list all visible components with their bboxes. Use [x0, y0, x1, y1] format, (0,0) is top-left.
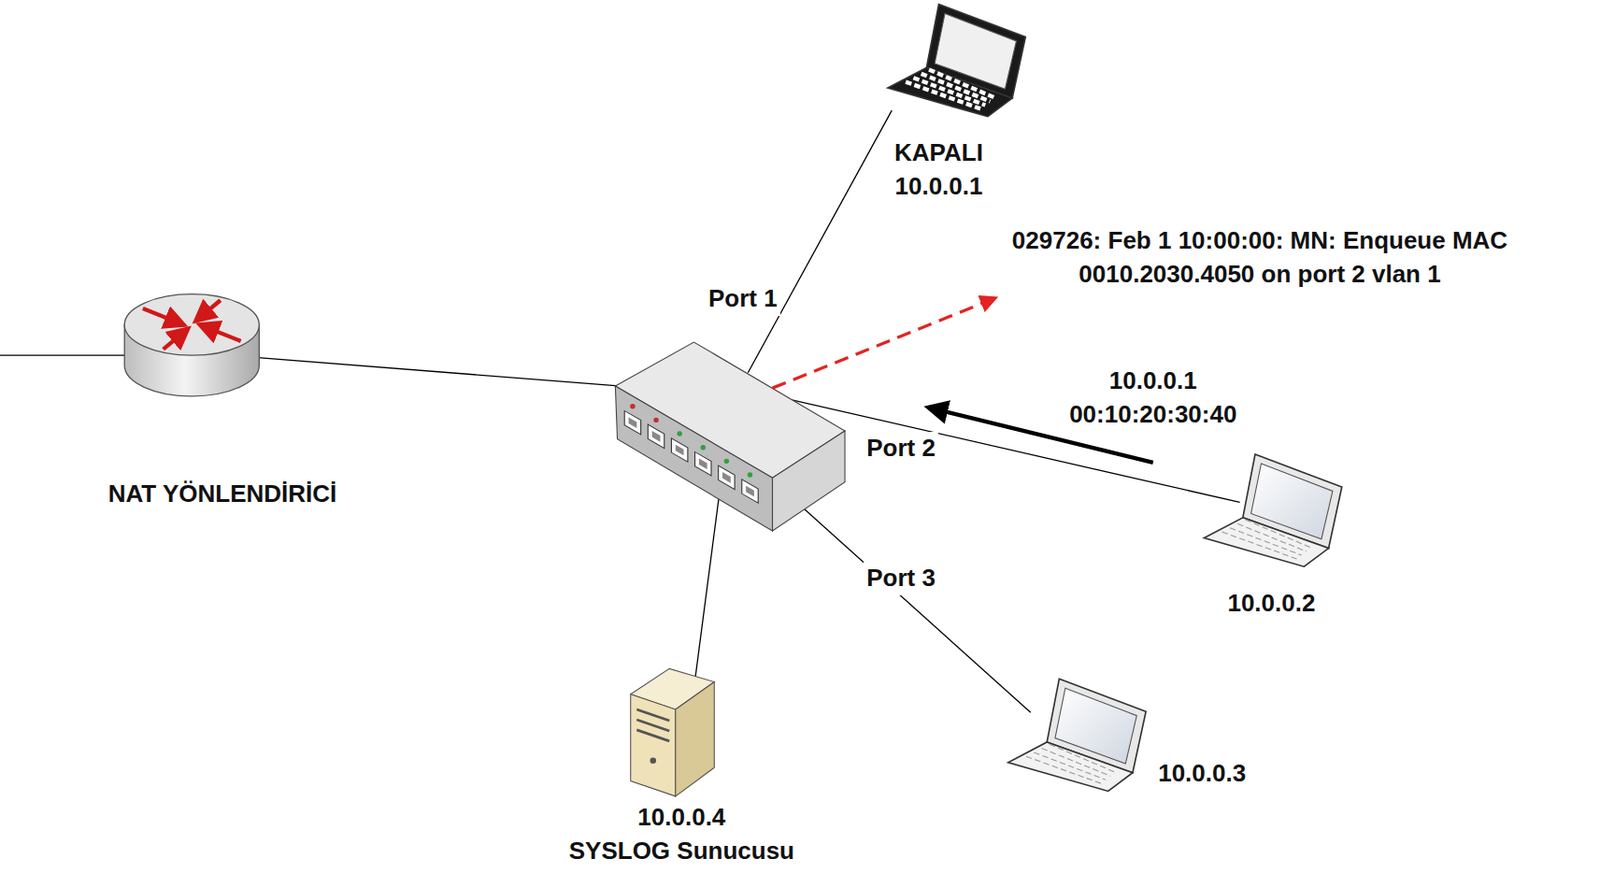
- server-button: [650, 757, 658, 764]
- network-cable: [747, 110, 892, 373]
- laptop-keys: [921, 73, 991, 102]
- port-label: Port 2: [863, 431, 939, 466]
- switch-port: [742, 479, 758, 503]
- switch-icon: [614, 342, 845, 531]
- laptop-keys: [1244, 519, 1312, 548]
- switch-led: [724, 458, 729, 464]
- laptop-keys: [928, 69, 996, 98]
- port-label: Port 3: [863, 561, 939, 596]
- label-box: 10.0.0.1 00:10:20:30:40: [1057, 364, 1249, 432]
- laptop-keys: [905, 82, 981, 110]
- device-label: KAPALI10.0.0.1: [894, 136, 984, 204]
- laptop-keys: [1026, 756, 1101, 784]
- laptop-icon: [1203, 454, 1342, 567]
- switch-led: [653, 417, 658, 423]
- device-text: 10.0.0.1: [894, 170, 984, 204]
- switch-led: [629, 403, 635, 409]
- port-label: Port 1: [705, 282, 781, 316]
- server-front: [630, 694, 676, 797]
- server-bay: [636, 729, 670, 742]
- laptop-keys: [913, 77, 986, 105]
- server-bay: [636, 719, 670, 731]
- laptop-keys: [1229, 528, 1302, 556]
- device-label: 10.0.0.3: [1157, 757, 1246, 791]
- note-text: 029726: Feb 1 10:00:00: MN: Enqueue MAC …: [923, 224, 1597, 292]
- device-text: KAPALI: [894, 136, 984, 171]
- switch-side: [772, 430, 846, 531]
- switch-led: [747, 471, 753, 477]
- switch-port: [695, 451, 712, 475]
- device-text: NAT YÖNLENDİRİCİ: [100, 477, 345, 512]
- router-top: [124, 294, 259, 357]
- router-icon: [124, 294, 259, 397]
- switch-led: [700, 444, 706, 450]
- server-bay: [636, 709, 670, 721]
- laptop-base: [1203, 517, 1329, 567]
- router-arrow: [163, 328, 188, 350]
- label-box: Port 2: [863, 431, 939, 466]
- laptop-keys: [1042, 748, 1112, 777]
- device-text: 10.0.0.2: [1227, 586, 1315, 621]
- cables: [0, 110, 1241, 720]
- server-icon: [630, 668, 715, 796]
- note-text: 10.0.0.1 00:10:20:30:40: [1057, 364, 1249, 432]
- switch-front: [614, 385, 772, 531]
- network-cable: [0, 355, 133, 357]
- laptop-keys: [1033, 752, 1106, 780]
- label-box: Port 1: [705, 282, 781, 316]
- laptop-icon: [887, 4, 1026, 117]
- device-text: 10.0.0.3: [1157, 757, 1246, 791]
- router-arrow: [142, 308, 185, 325]
- router-arrow: [196, 300, 221, 321]
- log-arrow: [772, 298, 996, 388]
- switch-led: [676, 430, 682, 436]
- router-arrow: [200, 324, 242, 341]
- device-label: NAT YÖNLENDİRİCİ: [100, 477, 345, 512]
- label-box: 029726: Feb 1 10:00:00: MN: Enqueue MAC …: [923, 224, 1597, 292]
- network-cable: [255, 357, 619, 386]
- laptop-base: [1008, 742, 1133, 791]
- laptop-keys: [1049, 743, 1116, 772]
- device-text: SYSLOG Sunucusu: [569, 834, 795, 869]
- server-side: [675, 682, 715, 797]
- switch-port: [718, 465, 735, 489]
- device-text: 10.0.0.4: [569, 800, 795, 835]
- label-box: Port 3: [863, 561, 939, 596]
- laptop-icon: [1008, 678, 1146, 791]
- laptop-keys: [1237, 523, 1307, 552]
- device-label: 10.0.0.4SYSLOG Sunucusu: [569, 800, 795, 869]
- device-label: 10.0.0.2: [1227, 586, 1315, 621]
- switch-port: [671, 438, 687, 462]
- laptop-base: [887, 67, 1013, 116]
- laptop-keys: [1222, 531, 1298, 559]
- switch-port: [647, 424, 664, 448]
- switch-port: [624, 410, 641, 434]
